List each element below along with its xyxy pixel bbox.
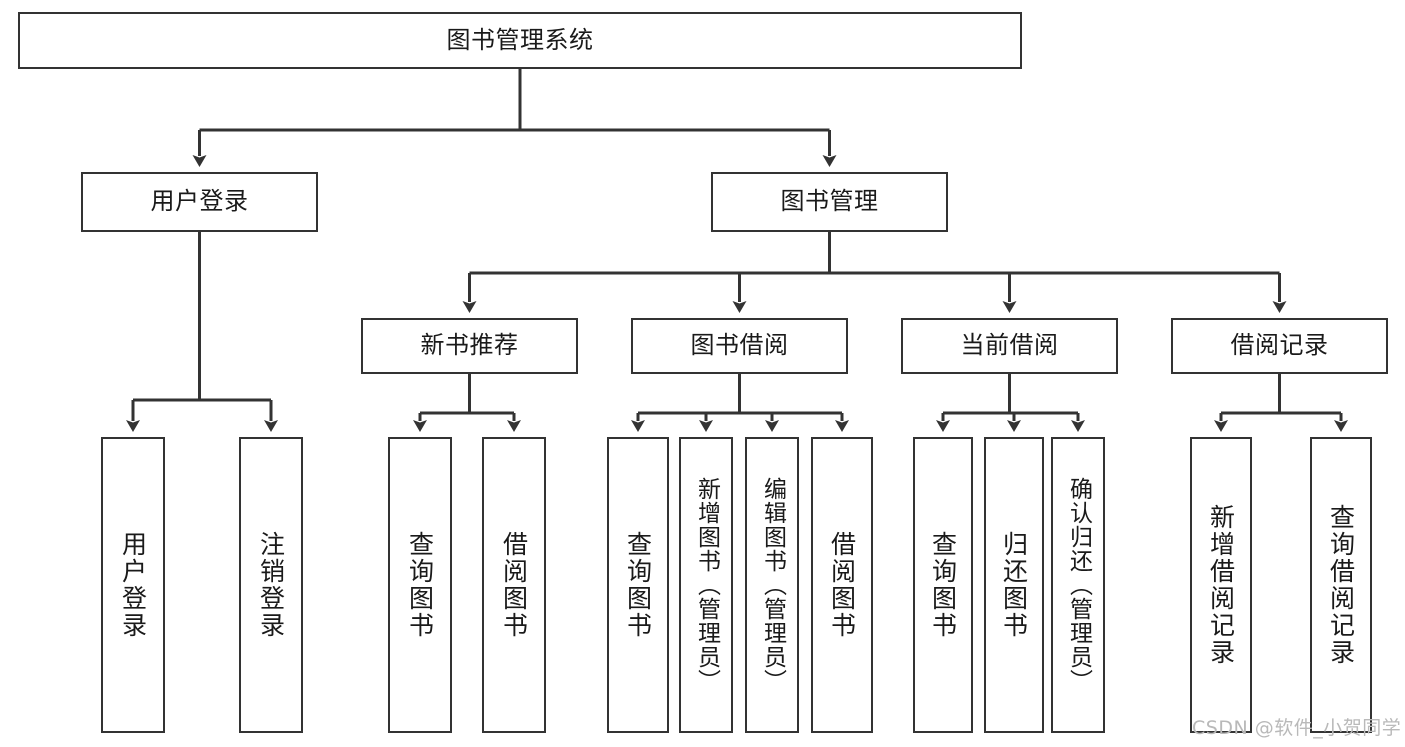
node-leaf-user-logout[interactable]: 注销登录 — [239, 437, 303, 733]
node-label: 借阅记录 — [1230, 331, 1329, 360]
node-book-manage[interactable]: 图书管理 — [711, 172, 948, 232]
node-borrow-record[interactable]: 借阅记录 — [1171, 318, 1388, 374]
node-leaf-edit-book-admin[interactable]: 编辑图书（管理员） — [745, 437, 799, 733]
node-label: 归还图书 — [999, 531, 1029, 639]
node-label: 当前借阅 — [960, 331, 1059, 360]
node-label: 查询借阅记录 — [1326, 504, 1356, 666]
node-leaf-query-book-borrow[interactable]: 查询图书 — [607, 437, 669, 733]
node-label: 注销登录 — [256, 531, 286, 639]
node-label: 图书管理系统 — [446, 25, 594, 54]
node-root[interactable]: 图书管理系统 — [18, 12, 1022, 69]
node-leaf-return-book[interactable]: 归还图书 — [984, 437, 1044, 733]
node-label: 编辑图书（管理员） — [759, 477, 786, 693]
node-label: 确认归还（管理员） — [1065, 477, 1092, 693]
node-label: 新增图书（管理员） — [693, 477, 720, 693]
node-leaf-query-book-current[interactable]: 查询图书 — [913, 437, 973, 733]
node-leaf-query-borrow-record[interactable]: 查询借阅记录 — [1310, 437, 1372, 733]
node-label: 图书管理 — [780, 187, 879, 216]
node-leaf-query-book-rec[interactable]: 查询图书 — [388, 437, 452, 733]
node-label: 借阅图书 — [827, 531, 857, 639]
node-label: 图书借阅 — [690, 331, 789, 360]
node-label: 用户登录 — [118, 531, 148, 639]
node-current-borrow[interactable]: 当前借阅 — [901, 318, 1118, 374]
node-new-book-rec[interactable]: 新书推荐 — [361, 318, 578, 374]
node-leaf-confirm-return-admin[interactable]: 确认归还（管理员） — [1051, 437, 1105, 733]
node-leaf-borrow-book[interactable]: 借阅图书 — [811, 437, 873, 733]
node-leaf-add-book-admin[interactable]: 新增图书（管理员） — [679, 437, 733, 733]
node-label: 查询图书 — [623, 531, 653, 639]
node-leaf-add-borrow-record[interactable]: 新增借阅记录 — [1190, 437, 1252, 733]
node-label: 新增借阅记录 — [1206, 504, 1236, 666]
node-book-borrow[interactable]: 图书借阅 — [631, 318, 848, 374]
node-label: 用户登录 — [150, 187, 249, 216]
node-label: 查询图书 — [928, 531, 958, 639]
node-leaf-user-login[interactable]: 用户登录 — [101, 437, 165, 733]
node-label: 查询图书 — [405, 531, 435, 639]
node-label: 新书推荐 — [420, 331, 519, 360]
node-user-login[interactable]: 用户登录 — [81, 172, 318, 232]
node-leaf-borrow-book-rec[interactable]: 借阅图书 — [482, 437, 546, 733]
node-label: 借阅图书 — [499, 531, 529, 639]
